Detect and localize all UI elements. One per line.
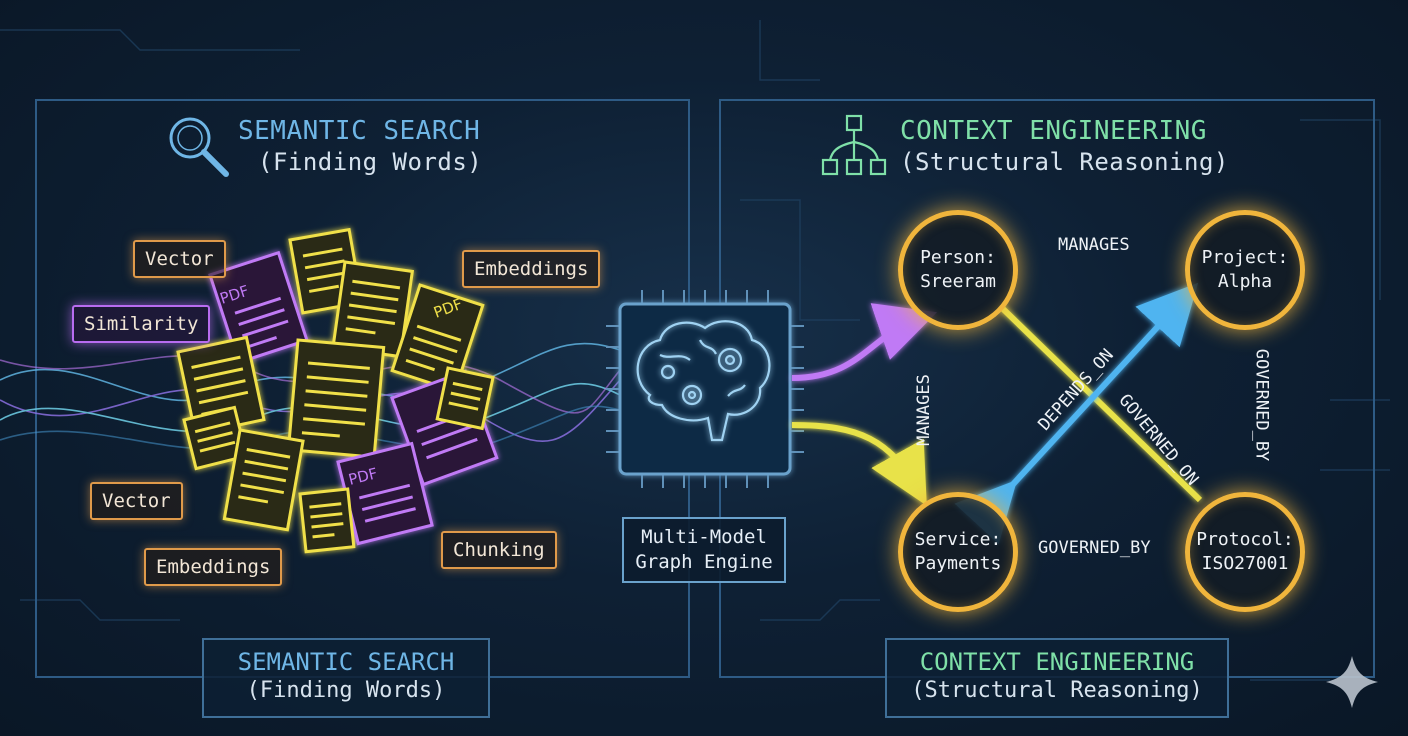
left-title-sub: (Finding Words) — [258, 148, 482, 176]
tag-embeddings-top: Embeddings — [462, 250, 600, 288]
left-footer-title: SEMANTIC SEARCH — [204, 648, 488, 676]
right-title-main: CONTEXT ENGINEERING — [900, 116, 1229, 146]
node-project: Project: Alpha — [1185, 210, 1305, 330]
node-protocol: Protocol: ISO27001 — [1185, 492, 1305, 612]
node-person-type: Person: — [920, 246, 996, 270]
sparkle-icon — [1326, 656, 1378, 708]
hierarchy-icon — [823, 116, 885, 174]
node-protocol-type: Protocol: — [1196, 528, 1294, 552]
right-footer-title: CONTEXT ENGINEERING — [887, 648, 1227, 676]
node-protocol-value: ISO27001 — [1202, 552, 1289, 576]
tag-vector-bottom: Vector — [90, 482, 183, 520]
magnifier-icon — [171, 119, 226, 174]
edge-label-person-project: MANAGES — [1058, 235, 1130, 255]
graph-engine-chip — [620, 304, 790, 474]
node-service-value: Payments — [915, 552, 1002, 576]
edge-label-project-protocol: GOVERNED_BY — [1251, 349, 1271, 462]
left-title-main: SEMANTIC SEARCH — [238, 116, 482, 146]
tag-chunking: Chunking — [441, 531, 557, 569]
edge-person-protocol — [1000, 306, 1200, 500]
left-footer-box: SEMANTIC SEARCH (Finding Words) — [202, 638, 490, 718]
engine-line-2: Graph Engine — [624, 550, 784, 575]
left-footer-subtitle: (Finding Words) — [204, 678, 488, 703]
left-panel-title: SEMANTIC SEARCH (Finding Words) — [238, 116, 482, 176]
right-panel-title: CONTEXT ENGINEERING (Structural Reasonin… — [900, 116, 1229, 176]
node-service-type: Service: — [915, 528, 1002, 552]
node-project-value: Alpha — [1218, 270, 1272, 294]
right-title-sub: (Structural Reasoning) — [900, 148, 1229, 176]
node-project-type: Project: — [1202, 246, 1289, 270]
tag-embeddings-bottom: Embeddings — [144, 548, 282, 586]
edge-label-person-service: MANAGES — [914, 374, 934, 446]
right-footer-subtitle: (Structural Reasoning) — [887, 678, 1227, 703]
tag-similarity: Similarity — [72, 305, 210, 343]
document-cluster — [178, 230, 497, 552]
node-service: Service: Payments — [898, 492, 1018, 612]
engine-to-service-arrow — [792, 425, 918, 490]
node-person: Person: Sreeram — [898, 210, 1018, 330]
right-footer-box: CONTEXT ENGINEERING (Structural Reasonin… — [885, 638, 1229, 718]
engine-to-person-arrow — [792, 318, 920, 378]
engine-line-1: Multi-Model — [624, 525, 784, 550]
edge-label-service-protocol: GOVERNED_BY — [1038, 538, 1151, 558]
node-person-value: Sreeram — [920, 270, 996, 294]
graph-engine-label: Multi-Model Graph Engine — [622, 517, 786, 583]
tag-vector-top: Vector — [133, 240, 226, 278]
